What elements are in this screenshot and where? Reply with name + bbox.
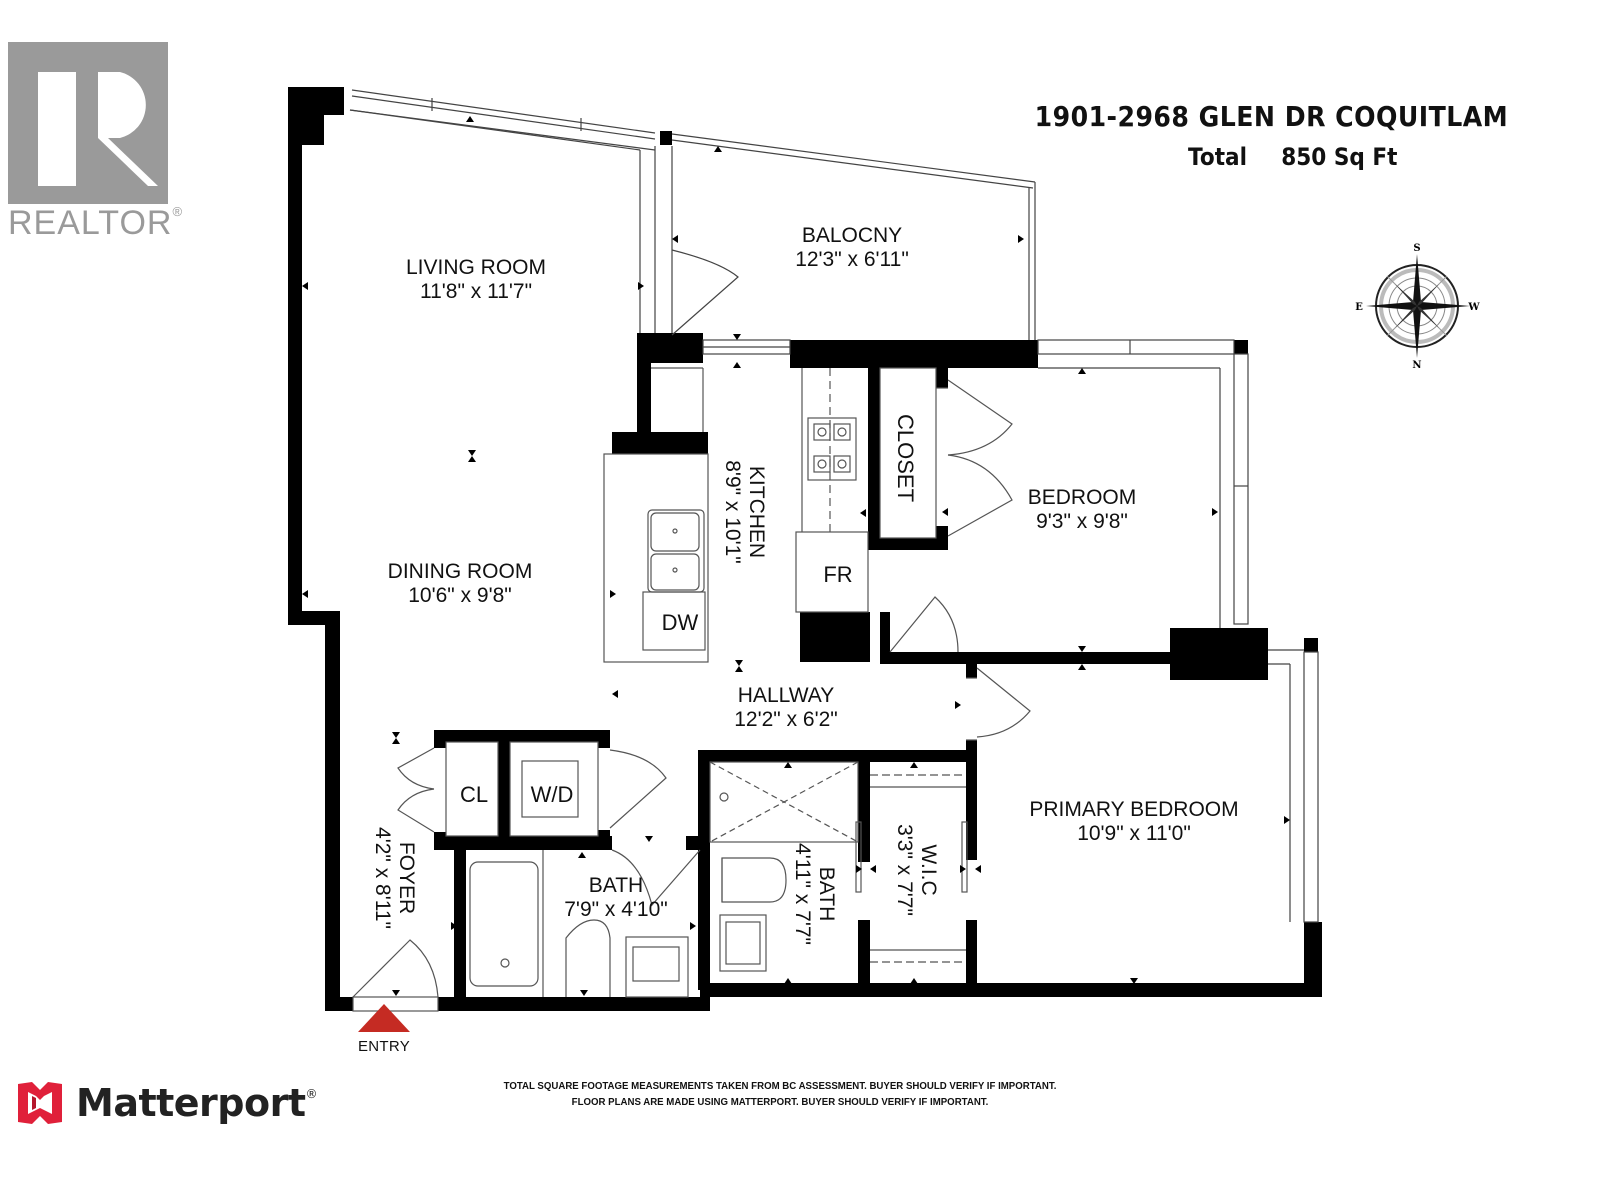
room-name: HALLWAY [738, 684, 834, 707]
room-size: 8'9" x 10'1" [721, 460, 744, 564]
property-address: 1901-2968 GLEN DR COQUITLAM [1034, 100, 1508, 133]
room-name: BEDROOM [1028, 486, 1137, 509]
room-name: KITCHEN [745, 466, 768, 558]
room-size: 7'9" x 4'10" [564, 898, 668, 921]
room-name: DINING ROOM [388, 560, 533, 583]
closet-label: CLOSET [893, 414, 918, 502]
room-balcony: BALOCNY 12'3" x 6'11" [795, 224, 909, 271]
compass-rose-icon: S N E W [1352, 240, 1482, 371]
title-block: 1901-2968 GLEN DR COQUITLAM [982, 100, 1508, 133]
entry-arrow-icon [358, 1004, 410, 1032]
total-area: Total 850 Sq Ft [1188, 143, 1397, 171]
room-size: 4'11" x 7'7" [791, 843, 814, 945]
room-bath-ensuite: BATH 4'11" x 7'7" [791, 843, 838, 945]
room-name: BALOCNY [802, 224, 902, 247]
walls [288, 87, 1322, 1011]
room-size: 9'3" x 9'8" [1036, 510, 1128, 533]
realtor-r-mark-icon [8, 42, 168, 204]
compass-label-right: W [1467, 302, 1480, 313]
room-size: 4'2" x 8'11" [371, 827, 394, 929]
room-size: 12'2" x 6'2" [734, 708, 838, 731]
room-size: 10'6" x 9'8" [408, 584, 512, 607]
room-name: BATH [815, 867, 838, 921]
room-hallway: HALLWAY 12'2" x 6'2" [734, 684, 838, 731]
room-dining-room: DINING ROOM 10'6" x 9'8" [388, 560, 533, 607]
entry-indicator: ENTRY [352, 1004, 416, 1055]
room-size: 11'8" x 11'7" [420, 280, 532, 303]
dimension-markers [302, 116, 1290, 996]
room-name: W.I.C [917, 844, 940, 895]
compass-label-left: E [1355, 302, 1363, 313]
realtor-wordmark: REALTOR® [8, 204, 184, 242]
room-size: 12'3" x 6'11" [795, 248, 909, 271]
matterport-wordmark: Matterport® [76, 1081, 318, 1125]
disclaimer: TOTAL SQUARE FOOTAGE MEASUREMENTS TAKEN … [486, 1078, 1075, 1110]
fridge-label: FR [823, 562, 852, 587]
dishwasher-label: DW [662, 610, 699, 635]
bath-fixtures [352, 741, 968, 1012]
room-size: 10'9" x 11'0" [1077, 822, 1191, 845]
room-wic: W.I.C 3'3" x 7'7" [893, 824, 940, 916]
room-living-room: LIVING ROOM 11'8" x 11'7" [406, 256, 546, 303]
realtor-logo: REALTOR® [8, 42, 182, 242]
compass-label-bottom: N [1412, 360, 1421, 370]
room-bedroom: BEDROOM 9'3" x 9'8" [1028, 486, 1137, 533]
matterport-logo: Matterport® [16, 1080, 317, 1126]
matterport-mark-icon [18, 1082, 62, 1124]
disclaimer-line-1: TOTAL SQUARE FOOTAGE MEASUREMENTS TAKEN … [503, 1080, 1057, 1092]
compass-label-top: S [1413, 243, 1420, 254]
kitchen-fixtures [603, 367, 1031, 741]
entry-label: ENTRY [357, 1038, 411, 1055]
room-size: 3'3" x 7'7" [893, 824, 916, 916]
washer-dryer-label: W/D [531, 782, 574, 807]
room-kitchen: KITCHEN 8'9" x 10'1" [721, 460, 768, 564]
disclaimer-line-2: FLOOR PLANS ARE MADE USING MATTERPORT. B… [571, 1096, 989, 1108]
total-area-value: 850 Sq Ft [1281, 143, 1398, 171]
room-bath-main: BATH 7'9" x 4'10" [564, 874, 668, 921]
room-name: LIVING ROOM [406, 256, 546, 279]
room-name: FOYER [395, 842, 418, 914]
room-name: PRIMARY BEDROOM [1029, 798, 1238, 821]
total-label: Total [1188, 143, 1248, 171]
room-foyer: FOYER 4'2" x 8'11" [371, 827, 418, 929]
hall-closet-label: CL [460, 782, 488, 807]
room-primary-bedroom: PRIMARY BEDROOM 10'9" x 11'0" [1029, 798, 1238, 845]
window-lines [349, 89, 1319, 923]
room-name: BATH [589, 874, 643, 897]
